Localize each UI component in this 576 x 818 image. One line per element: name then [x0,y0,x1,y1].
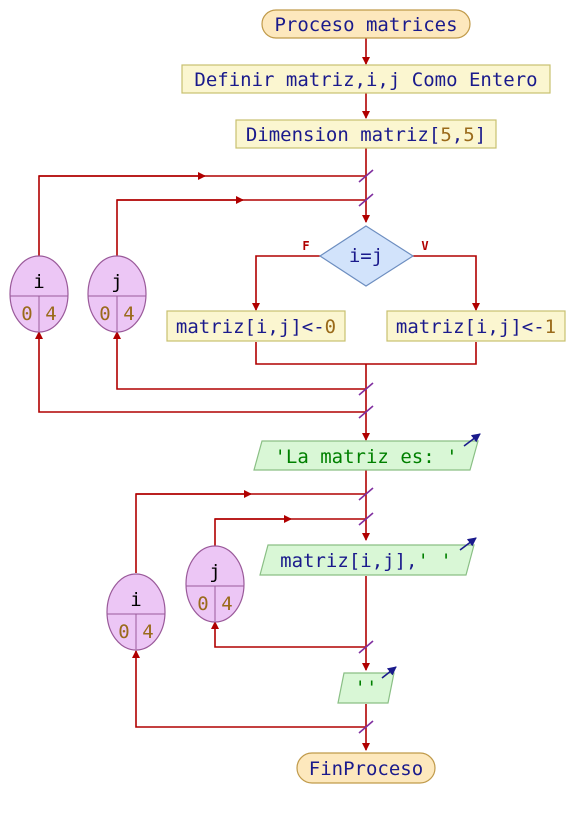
start-node: Proceso matrices [261,9,471,39]
edge-loop-i-bottom [35,331,366,413]
slash-mark [358,193,374,207]
slash-mark [358,405,374,419]
false-label: F [302,239,309,253]
decision-node: i=j F V [302,225,429,287]
assign-false-node: matriz[i,j]<-0 [166,310,346,342]
define-keyword: Definir [194,69,274,91]
loop-var: i [130,589,141,611]
edge-false-merge [255,342,366,365]
connectors [35,38,480,751]
dimension-keyword: Dimension [246,124,349,146]
slash-mark [358,720,374,734]
slash-mark [358,512,374,526]
edge-true-merge [366,342,477,365]
loop-node-1: i 0 4 [9,255,69,333]
loop-to: 4 [142,621,153,643]
loop-to: 4 [123,303,134,325]
edge-decision-true [413,255,480,311]
print-row-node: matriz[i,j],' ' [259,537,477,576]
edge-loop-j-top [116,199,366,256]
edge-decision-false [252,255,320,311]
print-empty-node: '' [337,666,397,704]
loop-node-3: i 0 4 [106,573,166,651]
end-node: FinProceso [296,752,436,784]
end-label: FinProceso [309,758,423,780]
slash-mark [358,640,374,654]
dimension-body: matriz [349,124,429,146]
define-type: Como Entero [412,69,538,91]
loop-from: 0 [118,621,129,643]
define-node: Definir matriz,i,j Como Entero [181,64,551,94]
loop-var: j [111,271,122,293]
slash-mark [358,169,374,183]
slash-mark [358,382,374,396]
loop-var: i [33,271,44,293]
loop-from: 0 [99,303,110,325]
dimension-node: Dimension matriz[5,5] [235,119,497,149]
loop-node-2: j 0 4 [87,255,147,333]
loop-from: 0 [21,303,32,325]
edge-loop-i-top [38,175,366,256]
edge-loop2-j-top [214,518,366,546]
svg-text:matriz[i,j],' ': matriz[i,j],' ' [280,550,452,572]
svg-text:matriz[i,j]<-0: matriz[i,j]<-0 [176,316,336,338]
output-arrow-icon [463,433,481,447]
print-empty-label: '' [355,677,378,699]
edge-loop2-i-bottom [132,650,366,728]
assign-true-node: matriz[i,j]<-1 [386,310,566,342]
print-title-label: 'La matriz es: ' [274,446,457,468]
loop-to: 4 [221,593,232,615]
loop-markers [358,169,374,734]
svg-text:Definir matriz,i,j Como Entero: Definir matriz,i,j Como Entero [194,69,537,91]
loop-from: 0 [197,593,208,615]
slash-mark [358,487,374,501]
svg-text:matriz[i,j]<-1: matriz[i,j]<-1 [396,316,556,338]
svg-text:Dimension matriz[5,5]: Dimension matriz[5,5] [246,124,486,146]
output-arrow-icon [381,666,397,679]
output-arrow-icon [459,537,477,551]
decision-label: i=j [349,245,383,267]
start-label: Proceso matrices [274,14,457,36]
define-body: matriz,i,j [274,69,411,91]
loop-node-4: j 0 4 [185,545,245,623]
true-label: V [421,239,428,253]
edge-loop2-j-bottom [211,621,366,648]
dimension-n2: 5 [463,124,474,146]
print-title-node: 'La matriz es: ' [253,433,481,471]
loop-var: j [209,561,220,583]
loop-to: 4 [45,303,56,325]
dimension-n1: 5 [440,124,451,146]
edge-loop-j-bottom [113,331,366,390]
